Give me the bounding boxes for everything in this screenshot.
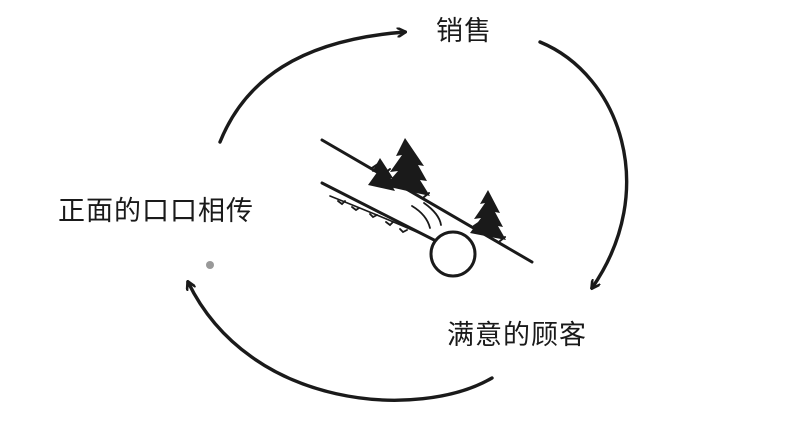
pine-tree-icon (470, 190, 506, 240)
label-word-of-mouth: 正面的口口相传 (58, 196, 254, 227)
pine-tree-icon (385, 138, 430, 196)
snowball (429, 230, 477, 278)
motion-lines (411, 202, 442, 229)
snowball-on-slope-illustration (320, 138, 534, 278)
cycle-arrow-icon (188, 282, 494, 402)
cycle-arrow-icon (218, 32, 405, 144)
label-satisfied-customers: 满意的顾客 (447, 320, 587, 351)
cycle-arrow-icon (538, 40, 629, 288)
pine-tree-icon (368, 158, 395, 191)
trail-texture (337, 200, 408, 234)
snowball-trail-upper (329, 195, 431, 239)
speck (206, 261, 214, 269)
label-sales: 销售 (436, 16, 492, 47)
slope-line (320, 138, 534, 264)
